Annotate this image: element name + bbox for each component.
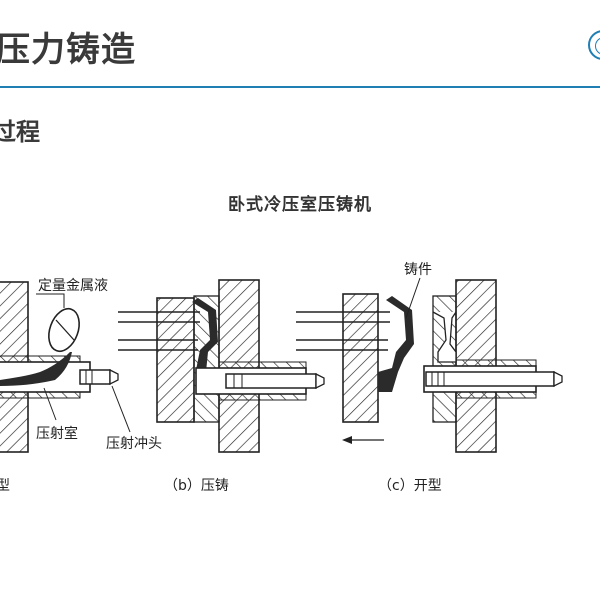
panel-c-casting: [378, 296, 414, 392]
panel-b-plunger: [225, 373, 317, 389]
caption-c: （c）开型: [378, 478, 442, 494]
caption-a: 型: [0, 478, 10, 494]
caption-b: （b）压铸: [164, 478, 229, 494]
panel-c-moving-die: [342, 293, 379, 423]
diagram-title: 卧式冷压室压铸机: [228, 195, 372, 215]
section-subtitle: 过程: [0, 118, 40, 146]
panel-c: [296, 277, 563, 453]
slide-title: 压力铸造: [0, 30, 136, 70]
label-casting: 铸件: [404, 262, 432, 278]
label-shot-chamber: 压射室: [36, 425, 78, 442]
label-dose-metal: 定量金属液: [38, 278, 108, 294]
title-divider: [0, 86, 600, 88]
panel-a: [0, 281, 131, 453]
panel-a-molten-metal: [0, 352, 72, 386]
panel-a-plunger: [79, 369, 111, 385]
panel-b: [118, 279, 325, 453]
label-plunger: 压射冲头: [106, 436, 162, 452]
panel-c-plunger: [425, 371, 555, 387]
panel-b-moving-die: [156, 297, 195, 423]
panel-a-ladle: [48, 307, 80, 353]
